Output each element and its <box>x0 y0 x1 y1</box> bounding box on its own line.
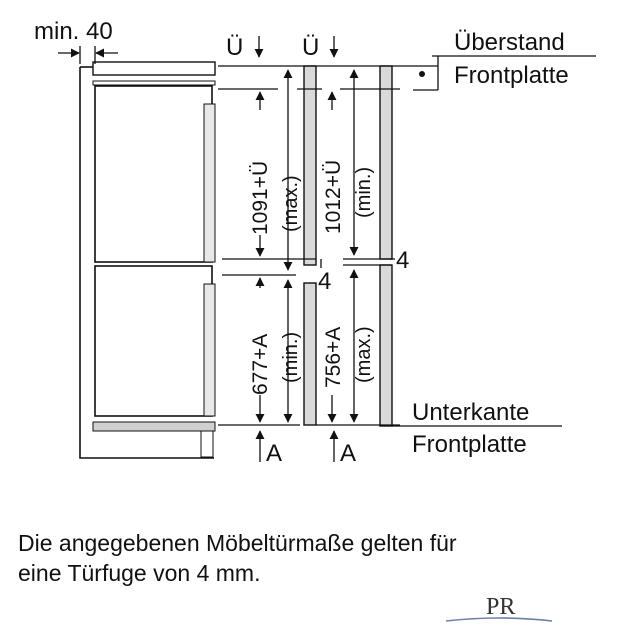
bottom-edge-title: Unterkante <box>412 399 529 426</box>
appliance <box>92 61 216 458</box>
gap-upper-label: 4 <box>396 247 409 274</box>
overhang-subtitle: Frontplatte <box>454 62 569 89</box>
dimension-labels: 1091+Ü (max.) 1012+Ü (min.) 677+A (min.)… <box>249 160 375 395</box>
caption-line-2: eine Türfuge von 4 mm. <box>18 560 261 586</box>
upper-right-note: (min.) <box>353 167 375 218</box>
overhang-markers: Ü Ü <box>226 34 339 61</box>
reference-lines <box>218 55 596 427</box>
dimension-arrows <box>255 69 359 462</box>
upper-left-note: (max.) <box>280 175 302 232</box>
min-gap-dimension: min. 40 <box>34 18 118 64</box>
front-panels <box>303 65 393 427</box>
upper-right-dimension: 1012+Ü <box>322 160 345 234</box>
caption-line-1: Die angegebenen Möbeltürmaße gelten für <box>18 530 457 556</box>
overhang-callout-dot <box>419 71 425 77</box>
bottom-right-a-label: A <box>340 440 356 467</box>
bottom-left-a-label: A <box>266 440 282 467</box>
overhang-left-label: Ü <box>226 34 243 61</box>
pr-monogram-logo-icon: PR <box>445 594 553 622</box>
lower-right-note: (max.) <box>353 326 375 383</box>
lower-right-dimension: 756+A <box>322 327 345 388</box>
lower-left-dimension: 677+A <box>249 334 272 395</box>
gap-mid-label: 4 <box>318 268 331 295</box>
upper-left-dimension: 1091+Ü <box>249 161 272 235</box>
min-gap-label: min. 40 <box>34 18 113 45</box>
bottom-edge-subtitle: Frontplatte <box>412 431 527 458</box>
overhang-title: Überstand <box>454 29 565 56</box>
logo-text: PR <box>486 594 515 620</box>
installation-diagram: min. 40 Ü Ü 1091+Ü (max.) 1012+Ü (min.) … <box>34 18 596 467</box>
footnote-caption: Die angegebenen Möbeltürmaße gelten für … <box>18 528 618 588</box>
overhang-right-label: Ü <box>302 34 319 61</box>
lower-left-note: (min.) <box>280 332 302 383</box>
